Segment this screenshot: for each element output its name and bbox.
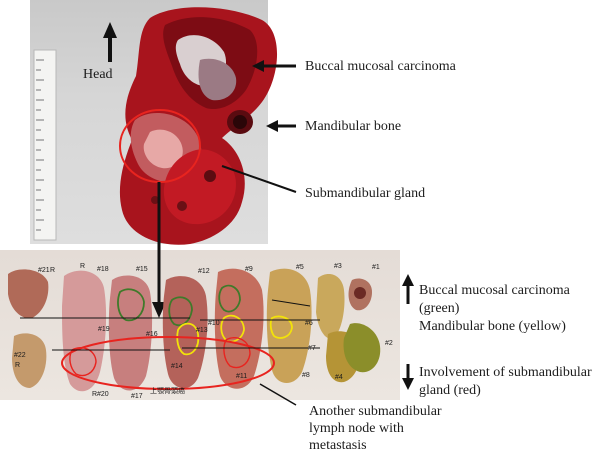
tag-r-2: R: [80, 263, 86, 270]
mandibular-bone-label: Mandibular bone: [305, 119, 402, 134]
tag-17: #17: [131, 393, 143, 400]
tag-14: #14: [171, 363, 183, 370]
down-arrow-right: [402, 364, 414, 390]
tag-10: #10: [208, 320, 220, 327]
buccal-green-label-line2: (green): [419, 301, 460, 316]
tag-16: #16: [146, 331, 158, 338]
tag-2: #2: [385, 340, 393, 347]
head-arrow: [103, 22, 117, 62]
ruler: [33, 49, 57, 241]
tag-12: #12: [198, 268, 210, 275]
tag-r-1: R: [50, 267, 56, 274]
tag-20: #20: [97, 391, 109, 398]
head-label: Head: [83, 67, 113, 82]
tag-1: #1: [372, 264, 380, 271]
tag-r-4: R: [92, 391, 98, 398]
submandibular-pointer-line: [221, 165, 297, 193]
tag-21: #21: [38, 267, 50, 274]
tag-r-3: R: [15, 362, 21, 369]
lymph-node-pointer-line: [259, 383, 297, 406]
tag-8: #8: [302, 372, 310, 379]
tag-15: #15: [136, 266, 148, 273]
connector-arrow: [152, 182, 166, 318]
tag-9: #9: [245, 266, 253, 273]
mandibular-yellow-label: Mandibular bone (yellow): [419, 319, 566, 334]
mandibular-pointer-arrow: [266, 120, 296, 132]
tag-22: #22: [14, 352, 26, 359]
tag-3: #3: [334, 263, 342, 270]
serial-section-slices: [8, 268, 381, 392]
buccal-green-label-line1: Buccal mucosal carcinoma: [419, 283, 570, 298]
involvement-red-label-line1: Involvement of submandibular: [419, 365, 592, 380]
tag-6: #6: [305, 320, 313, 327]
submandibular-gland-label: Submandibular gland: [305, 186, 426, 201]
up-arrow-right: [402, 274, 414, 304]
tag-19: #19: [98, 326, 110, 333]
buccal-carcinoma-label: Buccal mucosal carcinoma: [305, 59, 456, 74]
involvement-circle-sections: [61, 336, 275, 390]
tag-4: #4: [335, 374, 343, 381]
tag-18: #18: [97, 266, 109, 273]
lymph-node-label-line3: metastasis: [309, 438, 367, 453]
bone-outlines-yellow: [176, 314, 293, 356]
section-cut-lines: [20, 299, 320, 351]
tag-13: #13: [196, 327, 208, 334]
section-caption: 上顎骨頭癌: [150, 388, 185, 395]
lymph-node-label-line1: Another submandibular: [309, 404, 442, 419]
internal-red-outlines: [69, 336, 251, 377]
involvement-red-label-line2: gland (red): [419, 383, 481, 398]
resected-specimen: [119, 7, 278, 245]
lymph-node-label-line2: lymph node with: [309, 421, 404, 436]
tag-5: #5: [296, 264, 304, 271]
tag-7: #7: [308, 345, 316, 352]
tag-11: #11: [236, 373, 248, 380]
buccal-pointer-arrow: [252, 60, 296, 72]
